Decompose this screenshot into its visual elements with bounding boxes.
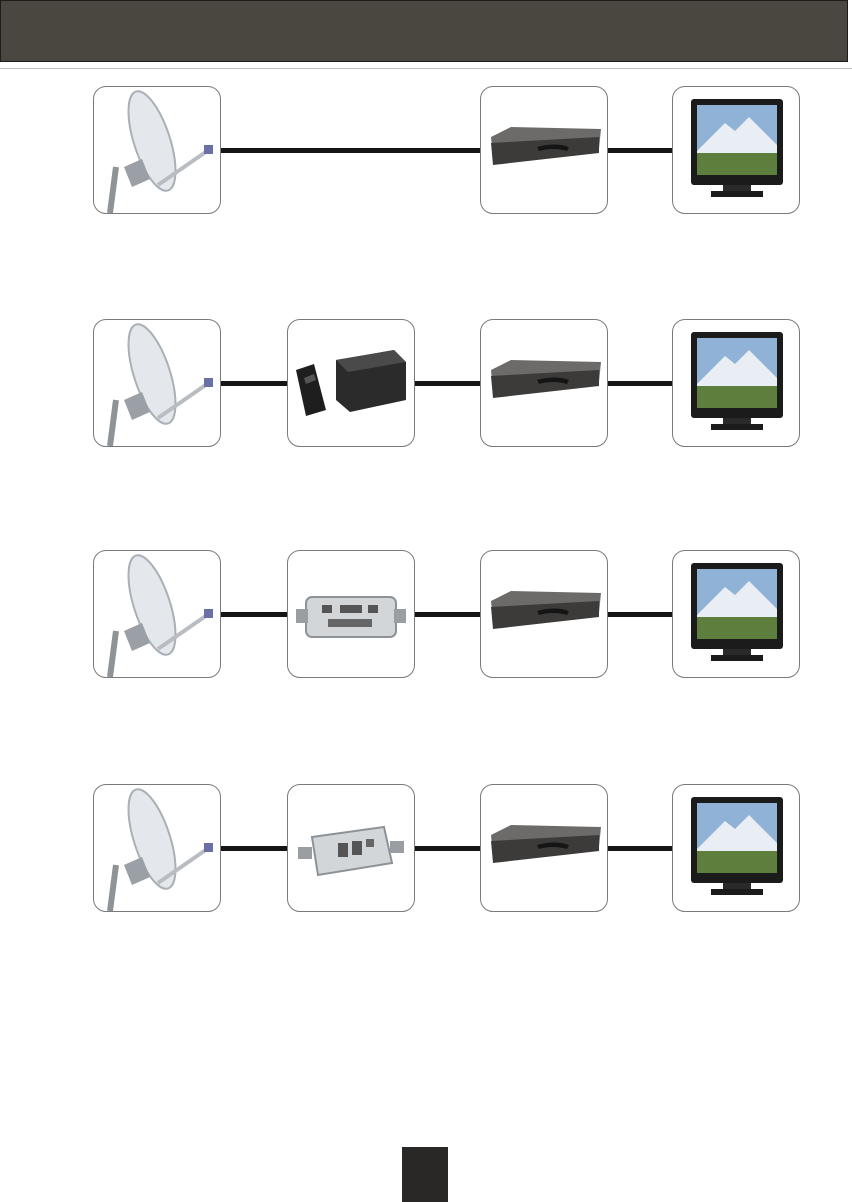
cable	[606, 148, 674, 153]
set-top-receiver-box	[480, 86, 608, 214]
set-top-receiver-box	[480, 319, 608, 447]
page-number-tab	[402, 1147, 448, 1202]
set-top-receiver-icon	[481, 320, 607, 446]
remote-and-box-box	[287, 319, 415, 447]
satellite-dish-icon	[94, 785, 220, 911]
satellite-dish-icon	[94, 87, 220, 213]
inline-meter-box	[287, 550, 415, 678]
remote-and-box-icon	[288, 320, 414, 446]
set-top-receiver-box	[480, 784, 608, 912]
satellite-dish-icon	[94, 320, 220, 446]
diagram-row-2	[0, 319, 852, 449]
cable	[606, 612, 674, 617]
cable	[412, 846, 482, 851]
lcd-monitor-icon	[673, 87, 799, 213]
diagram-row-4	[0, 784, 852, 914]
header-divider	[0, 68, 852, 69]
set-top-receiver-icon	[481, 87, 607, 213]
cable	[220, 612, 288, 617]
diagram-row-3	[0, 550, 852, 680]
satellite-dish-box	[93, 319, 221, 447]
satellite-dish-box	[93, 86, 221, 214]
cable	[220, 148, 482, 153]
satellite-dish-icon	[94, 551, 220, 677]
inline-meter-box	[287, 784, 415, 912]
diagram-row-1	[0, 86, 852, 216]
cable	[412, 612, 482, 617]
cable	[220, 381, 288, 386]
satellite-dish-box	[93, 550, 221, 678]
inline-meter-icon	[288, 785, 414, 911]
lcd-monitor-box	[672, 550, 800, 678]
set-top-receiver-box	[480, 550, 608, 678]
cable	[606, 381, 674, 386]
inline-meter-icon	[288, 551, 414, 677]
lcd-monitor-icon	[673, 320, 799, 446]
lcd-monitor-box	[672, 319, 800, 447]
cable	[220, 846, 288, 851]
header-bar	[0, 0, 848, 62]
lcd-monitor-icon	[673, 551, 799, 677]
satellite-dish-box	[93, 784, 221, 912]
lcd-monitor-box	[672, 86, 800, 214]
lcd-monitor-box	[672, 784, 800, 912]
cable	[606, 846, 674, 851]
set-top-receiver-icon	[481, 785, 607, 911]
lcd-monitor-icon	[673, 785, 799, 911]
cable	[412, 381, 482, 386]
set-top-receiver-icon	[481, 551, 607, 677]
